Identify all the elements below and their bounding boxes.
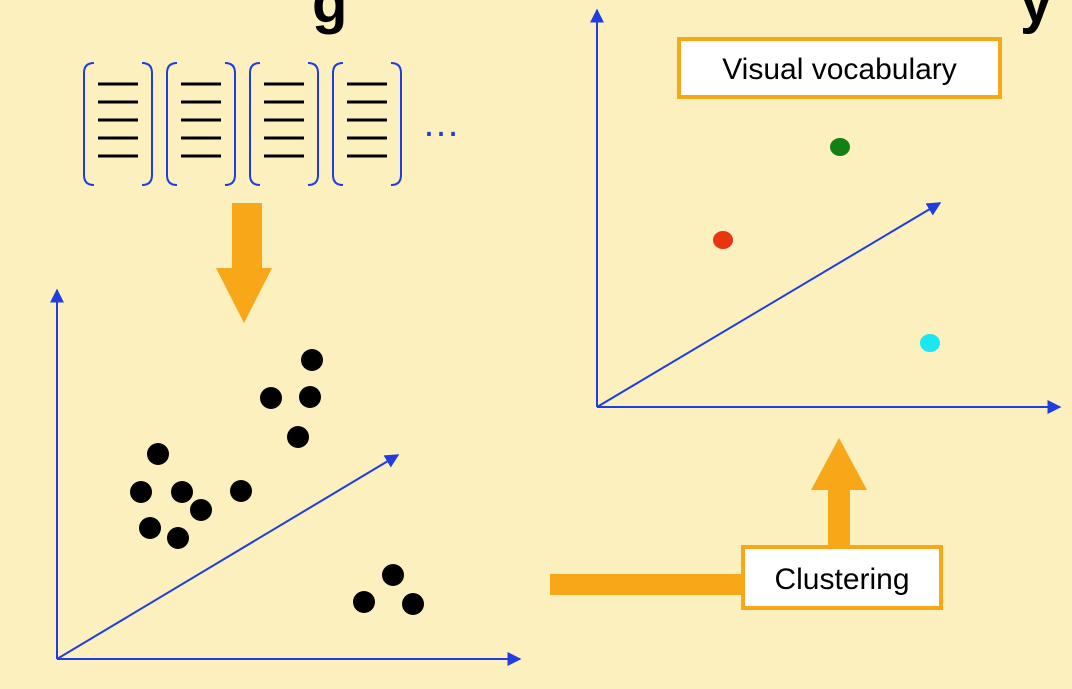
left-bracket (249, 62, 261, 186)
feature-point (130, 481, 152, 503)
feature-point (402, 593, 424, 615)
feature-vectors (83, 62, 402, 186)
feature-point (260, 387, 282, 409)
right-bracket (224, 62, 236, 186)
left-bracket (166, 62, 178, 186)
title-fragment-right: y (1020, 0, 1052, 35)
down-arrow (216, 203, 272, 323)
feature-vector (249, 62, 319, 186)
visual-word (920, 334, 940, 352)
left-bracket (332, 62, 344, 186)
title-fragment-left: g (312, 0, 347, 35)
visual-vocabulary-label: Visual vocabulary (722, 53, 957, 86)
right-bracket (141, 62, 153, 186)
feature-vector (332, 62, 402, 186)
feature-point (171, 481, 193, 503)
visual-words (713, 138, 940, 352)
visual-word (830, 138, 850, 156)
visual-vocabulary-box: Visual vocabulary (677, 37, 1002, 99)
feature-point (167, 527, 189, 549)
feature-space-axes (50, 288, 522, 666)
clustering-box: Clustering (741, 545, 943, 610)
right-bracket (390, 62, 402, 186)
feature-point (382, 564, 404, 586)
feature-point (190, 499, 212, 521)
right-bracket (307, 62, 319, 186)
clustering-label: Clustering (774, 563, 909, 596)
feature-point (299, 386, 321, 408)
feature-points (130, 349, 424, 615)
clustering-arrow (550, 438, 867, 595)
visual-word (713, 231, 733, 249)
feature-point (230, 480, 252, 502)
left-bracket (83, 62, 95, 186)
feature-vector (166, 62, 236, 186)
feature-vector (83, 62, 153, 186)
vectors-ellipsis: … (422, 103, 460, 145)
feature-point (353, 591, 375, 613)
feature-point (301, 349, 323, 371)
z-axis (56, 454, 400, 660)
feature-point (147, 443, 169, 465)
feature-point (139, 517, 161, 539)
z-axis (596, 202, 942, 408)
feature-point (287, 426, 309, 448)
vocabulary-space-axes (590, 8, 1062, 414)
